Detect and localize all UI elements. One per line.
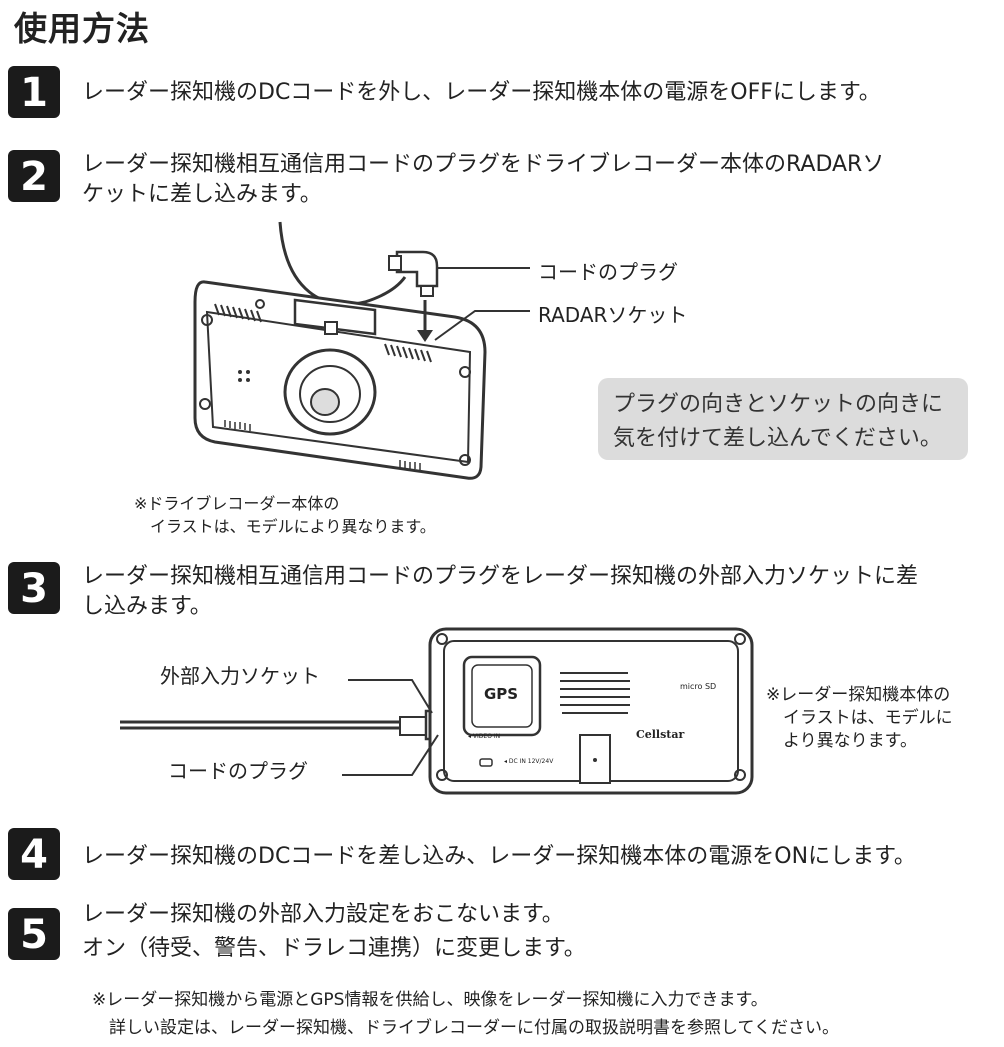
radar-detector-note-line-1: ※レーダー探知機本体の xyxy=(766,685,951,705)
step-2-text: レーダー探知機相互通信用コードのプラグをドライブレコーダー本体のRADARソ ケ… xyxy=(82,150,884,210)
drive-recorder-note-line-1: ※ドライブレコーダー本体の xyxy=(134,494,340,513)
drive-recorder-note: ※ドライブレコーダー本体の イラストは、モデルにより異なります。 xyxy=(134,492,436,538)
step-4-line-1: レーダー探知機のDCコードを差し込み、レーダー探知機本体の電源をONにします。 xyxy=(82,844,916,869)
radar-socket-callout-label: RADARソケット xyxy=(538,303,688,327)
step-1-number: 1 xyxy=(8,66,60,118)
tip-box: プラグの向きとソケットの向きに 気を付けて差し込んでください。 xyxy=(598,378,968,460)
plug-callout-label: コードのプラグ xyxy=(538,260,678,284)
step-1-line-1: レーダー探知機のDCコードを外し、レーダー探知機本体の電源をOFFにします。 xyxy=(82,80,881,105)
tip-line-1: プラグの向きとソケットの向きに xyxy=(613,392,944,417)
step-5-line-1: レーダー探知機の外部入力設定をおこないます。 xyxy=(82,902,564,927)
step-3-line-1: レーダー探知機相互通信用コードのプラグをレーダー探知機の外部入力ソケットに差 xyxy=(82,564,919,589)
step-3-text: レーダー探知機相互通信用コードのプラグをレーダー探知機の外部入力ソケットに差 し… xyxy=(82,562,918,622)
step-5-line-2: オン（待受、警告、ドラレコ連携）に変更します。 xyxy=(82,936,586,961)
step-4-number: 4 xyxy=(8,828,60,880)
dc-in-label: ◂ DC IN 12V/24V xyxy=(504,758,554,765)
header-bar-underline xyxy=(0,40,1004,45)
gps-label: GPS xyxy=(484,685,519,703)
radar-detector-illustration xyxy=(120,627,754,795)
step-2-line-1: レーダー探知機相互通信用コードのプラグをドライブレコーダー本体のRADARソ xyxy=(82,152,885,177)
step-3-line-2: し込みます。 xyxy=(82,594,212,619)
radar-detector-note-line-3: より異なります。 xyxy=(766,731,917,751)
micro-sd-label: micro SD xyxy=(680,682,717,691)
step-1-text: レーダー探知機のDCコードを外し、レーダー探知機本体の電源をOFFにします。 xyxy=(82,78,881,108)
step-5-text: レーダー探知機の外部入力設定をおこないます。 オン（待受、警告、ドラレコ連携）に… xyxy=(82,898,586,966)
video-in-label: ◂ VIDEO IN xyxy=(468,733,501,740)
step-4-text: レーダー探知機のDCコードを差し込み、レーダー探知機本体の電源をONにします。 xyxy=(82,842,916,872)
step-3-number: 3 xyxy=(8,562,60,614)
footer-note-line-1: ※レーダー探知機から電源とGPS情報を供給し、映像をレーダー探知機に入力できます… xyxy=(92,990,768,1010)
step-2-line-2: ケットに差し込みます。 xyxy=(82,182,322,207)
page-title: 使用方法 xyxy=(14,9,150,48)
header-bar xyxy=(0,24,1004,44)
radar-detector-note-line-2: イラストは、モデルに xyxy=(766,708,953,728)
step-5-number: 5 xyxy=(8,908,60,960)
cord-plug-label: コードのプラグ xyxy=(168,759,308,783)
drive-recorder-note-line-2: イラストは、モデルにより異なります。 xyxy=(134,517,436,536)
footer-note-line-2: 詳しい設定は、レーダー探知機、ドライブレコーダーに付属の取扱説明書を参照してくだ… xyxy=(92,1018,839,1038)
tip-line-2: 気を付けて差し込んでください。 xyxy=(613,426,942,451)
step-2-number: 2 xyxy=(8,150,60,202)
external-input-socket-label: 外部入力ソケット xyxy=(160,664,320,688)
drive-recorder-illustration xyxy=(193,221,530,480)
radar-detector-note: ※レーダー探知機本体の イラストは、モデルに より異なります。 xyxy=(766,684,953,753)
page-header: 使用方法 xyxy=(0,0,1004,48)
footer-notes: ※レーダー探知機から電源とGPS情報を供給し、映像をレーダー探知機に入力できます… xyxy=(92,986,839,1042)
brand-label: Cellstar xyxy=(636,728,685,741)
